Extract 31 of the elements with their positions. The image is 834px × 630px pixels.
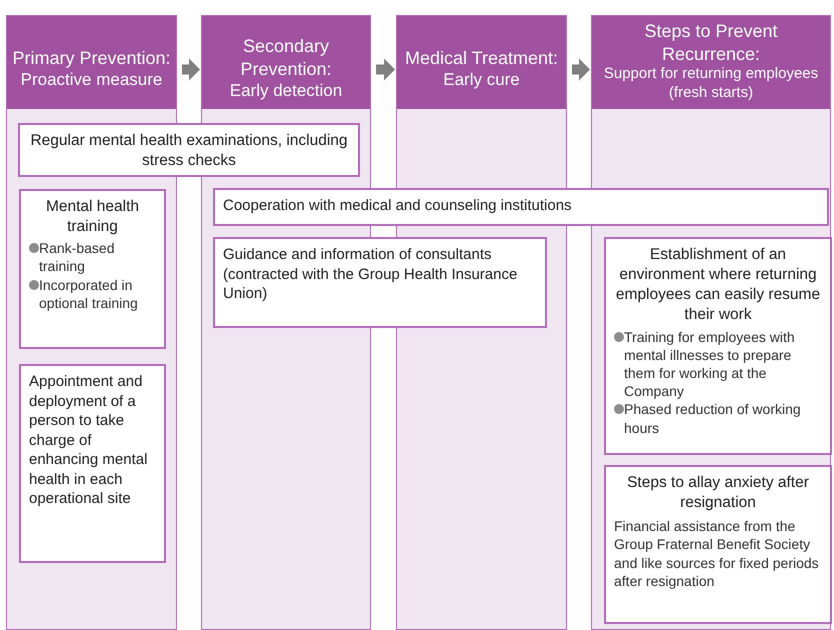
measure-box <box>18 123 360 177</box>
arrow <box>376 58 395 80</box>
measure-box <box>213 188 829 226</box>
box-text: Guidance and information of consultants (contracted with the Group Health Insurance Union) <box>223 245 518 304</box>
measure-box <box>604 237 832 455</box>
arrow <box>572 58 590 80</box>
measure-box <box>19 189 166 349</box>
box-heading: Establishment of an environment where returning employees can easily resume their work <box>614 245 822 326</box>
measure-box <box>19 364 166 563</box>
box-heading: Mental health training <box>44 197 140 238</box>
bullet-text: Training for employees with mental illnesses to prepare them for working at the Company <box>624 328 796 400</box>
box-text: Appointment and deployment of a person to take charge of enhancing mental health in each operational site <box>29 372 148 508</box>
box-heading: Steps to allay anxiety after resignation <box>626 473 810 514</box>
box-text: Cooperation with medical and counseling institutions <box>223 196 573 216</box>
box-text: Regular mental health examinations, including stress checks <box>29 131 349 172</box>
bullet-text: Incorporated in optional training <box>39 276 139 312</box>
stage-subtitle: Support for returning employees (fresh starts) <box>602 65 820 102</box>
stage-title: Secondary Prevention: <box>239 35 333 80</box>
stage-title: Primary Prevention: <box>12 46 171 70</box>
measure-box <box>604 465 832 624</box>
arrow <box>182 58 200 80</box>
measure-box <box>213 237 547 328</box>
stage-subtitle: Early cure <box>443 69 520 90</box>
bullet-text: Rank-based training <box>39 239 116 276</box>
stage-column <box>591 15 831 630</box>
stage-subtitle: Proactive measure <box>20 69 162 90</box>
stage-subtitle: Early detection <box>230 80 342 102</box>
stage-title: Medical Treatment: <box>404 46 558 70</box>
bullet-text: Phased reduction of working hours <box>624 400 802 437</box>
box-text: Financial assistance from the Group Fraternal Benefit Society and like sources for fixed periods after resignation <box>614 517 820 590</box>
stage-title: Steps to Prevent Recurrence: <box>643 20 779 65</box>
